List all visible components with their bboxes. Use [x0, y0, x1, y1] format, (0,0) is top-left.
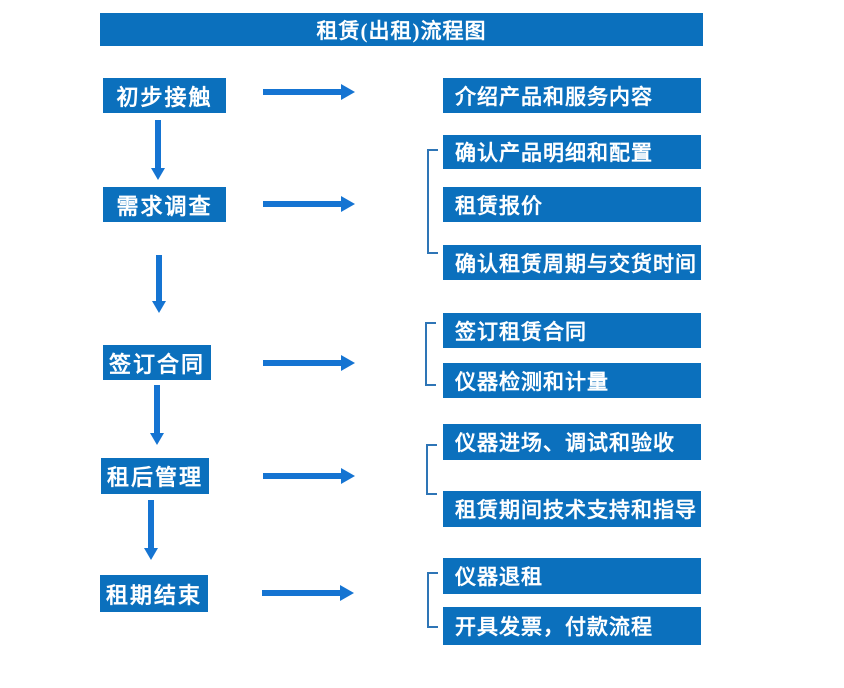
arrow-head: [341, 84, 355, 100]
detail-box-confirm-period-delivery: 确认租赁周期与交货时间: [443, 245, 701, 280]
arrow-shaft: [263, 473, 341, 479]
detail-box-invoice-payment: 开具发票，付款流程: [443, 607, 701, 645]
right-arrow-icon: [263, 468, 355, 484]
detail-label: 租赁报价: [455, 193, 543, 218]
detail-box-confirm-product-config: 确认产品明细和配置: [443, 135, 701, 169]
arrow-head: [150, 433, 164, 445]
arrow-shaft: [262, 590, 340, 596]
arrow-shaft: [148, 500, 154, 548]
arrow-head: [341, 468, 355, 484]
right-arrow-icon: [263, 84, 355, 100]
detail-box-introduce-products: 介绍产品和服务内容: [443, 78, 701, 113]
step-box-sign-contract: 签订合同: [103, 345, 211, 380]
arrow-head: [340, 585, 354, 601]
step-box-needs-survey: 需求调查: [103, 187, 226, 222]
arrow-shaft: [156, 255, 162, 301]
arrow-shaft: [154, 385, 160, 433]
detail-box-instrument-testing: 仪器检测和计量: [443, 363, 701, 398]
detail-label: 仪器退租: [455, 565, 543, 589]
step-label: 需求调查: [116, 193, 213, 219]
arrow-head: [144, 548, 158, 560]
group-bracket-icon: [426, 444, 437, 495]
right-arrow-icon: [263, 355, 355, 371]
detail-label: 开具发票，付款流程: [455, 615, 653, 639]
step-label: 初步接触: [116, 84, 213, 110]
detail-box-rental-quote: 租赁报价: [443, 187, 701, 222]
arrow-shaft: [263, 201, 341, 207]
right-arrow-icon: [262, 585, 354, 601]
detail-label: 介绍产品和服务内容: [455, 84, 653, 109]
arrow-shaft: [155, 120, 161, 168]
step-box-initial-contact: 初步接触: [103, 78, 226, 113]
detail-label: 仪器检测和计量: [455, 369, 609, 394]
page-title: 租赁(出租)流程图: [316, 18, 487, 43]
step-label: 租期结束: [105, 582, 202, 608]
group-bracket-icon: [425, 322, 436, 386]
detail-label: 签订租赁合同: [455, 319, 587, 344]
step-box-rental-end: 租期结束: [100, 575, 208, 612]
arrow-shaft: [263, 89, 341, 95]
arrow-head: [151, 168, 165, 180]
group-bracket-icon: [427, 572, 438, 628]
detail-label: 仪器进场、调试和验收: [455, 431, 675, 455]
arrow-shaft: [263, 360, 341, 366]
step-box-post-rental-management: 租后管理: [101, 458, 209, 494]
title-bar: 租赁(出租)流程图: [100, 13, 703, 46]
detail-label: 租赁期间技术支持和指导: [455, 498, 697, 522]
step-label: 签订合同: [108, 351, 205, 377]
detail-box-sign-rental-contract: 签订租赁合同: [443, 313, 701, 348]
detail-box-technical-support: 租赁期间技术支持和指导: [443, 491, 701, 527]
group-bracket-icon: [427, 149, 438, 254]
detail-label: 确认产品明细和配置: [455, 141, 653, 165]
detail-label: 确认租赁周期与交货时间: [455, 251, 697, 276]
arrow-head: [341, 196, 355, 212]
arrow-head: [341, 355, 355, 371]
arrow-head: [152, 301, 166, 313]
detail-box-instrument-return: 仪器退租: [443, 558, 701, 594]
right-arrow-icon: [263, 196, 355, 212]
step-label: 租后管理: [106, 465, 203, 490]
detail-box-instrument-setup-acceptance: 仪器进场、调试和验收: [443, 424, 701, 460]
